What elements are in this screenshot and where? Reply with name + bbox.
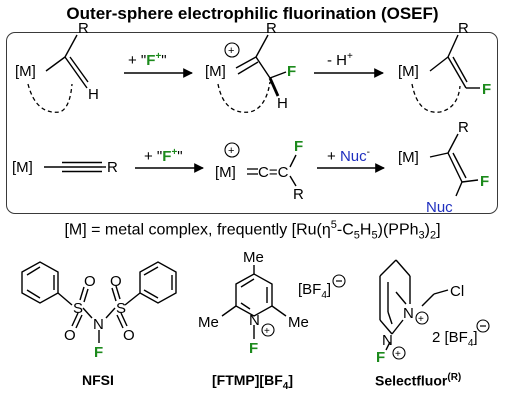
r-label: R	[266, 20, 277, 37]
r-label: R	[78, 20, 89, 37]
metal-legend: [M] = metal complex, frequently [Ru(η5-C…	[0, 219, 505, 242]
selectfluor-caption-text: Selectfluor	[375, 372, 448, 389]
legend-sub: 2	[429, 229, 437, 242]
alkyne-substrate: [M] R	[12, 159, 118, 176]
oxygen-label: O	[123, 327, 135, 344]
reagent-fplus-2: + "F+"	[144, 147, 183, 165]
chelate-loop-3	[411, 83, 461, 113]
nitrogen-label: N	[403, 305, 414, 322]
methyl-label: Me	[243, 249, 264, 266]
methyl-label: Me	[198, 314, 219, 331]
svg-text:+: +	[395, 349, 401, 360]
nuc-label: Nuc	[426, 199, 453, 216]
vinylidene-intermediate: + [M] C=C F R	[215, 138, 304, 203]
svg-text:+: +	[264, 326, 270, 337]
nfsi-caption: NFSI	[82, 372, 114, 388]
nitrogen-label: N	[382, 332, 393, 349]
metal-label: [M]	[398, 63, 419, 80]
legend-text: )(PPh	[377, 221, 419, 239]
legend-sub: 5	[371, 229, 378, 242]
reagent-minus-h: - H+	[327, 51, 353, 69]
sulfur-label: S	[73, 300, 83, 317]
legend-text: -C	[336, 221, 354, 239]
alkene-substrate: [M] R H	[15, 20, 99, 113]
ftmp-caption-text: [FTMP][BF	[212, 372, 283, 388]
counterion-label: 2 [BF4]	[432, 329, 478, 349]
ftmp-structure	[221, 265, 287, 339]
reagent-nuc: + Nuc-	[327, 147, 370, 165]
fluorine-label: F	[294, 138, 303, 155]
legend-text: ]	[436, 221, 441, 239]
nfsi-atom-labels: S S N F O O O O	[64, 273, 135, 361]
fluorine-label: F	[376, 349, 385, 366]
legend-text: )	[424, 221, 430, 239]
reagent-fplus-1: + "F+"	[128, 51, 167, 69]
selectfluor-structure	[379, 259, 449, 351]
ftmp-caption-text: ]	[288, 372, 293, 388]
chelate-loop-1	[27, 83, 73, 113]
h-label: H	[277, 95, 288, 112]
h-label: H	[88, 86, 99, 103]
r-label: R	[293, 186, 304, 203]
metal-label: [M]	[12, 159, 33, 176]
ftmp-caption-sub: 4	[282, 380, 289, 392]
oxygen-label: O	[110, 273, 122, 290]
r-label: R	[458, 20, 469, 37]
fluoroalkenyl-product: [M] R F	[398, 20, 491, 113]
selectfluor-caption: Selectfluor(R)	[375, 372, 461, 389]
nitrogen-label: N	[249, 312, 260, 329]
chelate-loop-2	[217, 81, 271, 113]
selectfluor-labels: N + N + Cl F 2 [BF4]	[376, 283, 490, 366]
oxygen-label: O	[84, 273, 96, 290]
r-label: R	[107, 159, 118, 176]
legend-sup: 5	[330, 219, 337, 231]
sulfur-label: S	[116, 300, 126, 317]
svg-text:+: +	[228, 145, 234, 157]
fluorine-label: F	[249, 340, 258, 357]
carbene-intermediate: + [M] R F H	[205, 20, 296, 113]
nfsi-structure	[21, 261, 177, 343]
legend-text: H	[359, 221, 372, 239]
legend-text: [M] = metal complex, frequently [Ru(η	[64, 221, 331, 239]
nucleophile-adduct: [M] R F Nuc	[398, 119, 489, 216]
fluorine-label: F	[287, 63, 296, 80]
ftmp-caption: [FTMP][BF4]	[212, 372, 293, 392]
svg-text:+: +	[228, 45, 234, 57]
oxygen-label: O	[64, 327, 76, 344]
fluorine-label: F	[480, 173, 489, 190]
metal-label: [M]	[15, 63, 36, 80]
fluorine-label: F	[94, 344, 103, 361]
legend-sub: 5	[353, 229, 360, 242]
methyl-label: Me	[288, 314, 309, 331]
nitrogen-label: N	[93, 316, 104, 333]
counterion-label: [BF4]	[298, 281, 331, 301]
metal-label: [M]	[398, 149, 419, 166]
allene-core-label: C=C	[258, 164, 289, 181]
fluorine-label: F	[482, 81, 491, 98]
metal-label: [M]	[205, 63, 226, 80]
r-label: R	[458, 119, 469, 136]
legend-sub: 3	[418, 229, 425, 242]
selectfluor-caption-sup: (R)	[447, 372, 462, 383]
metal-label: [M]	[215, 164, 236, 181]
svg-text:+: +	[418, 314, 424, 325]
scheme-frame	[6, 32, 498, 214]
chloro-label: Cl	[450, 283, 464, 300]
page-title: Outer-sphere electrophilic fluorination …	[66, 4, 439, 23]
